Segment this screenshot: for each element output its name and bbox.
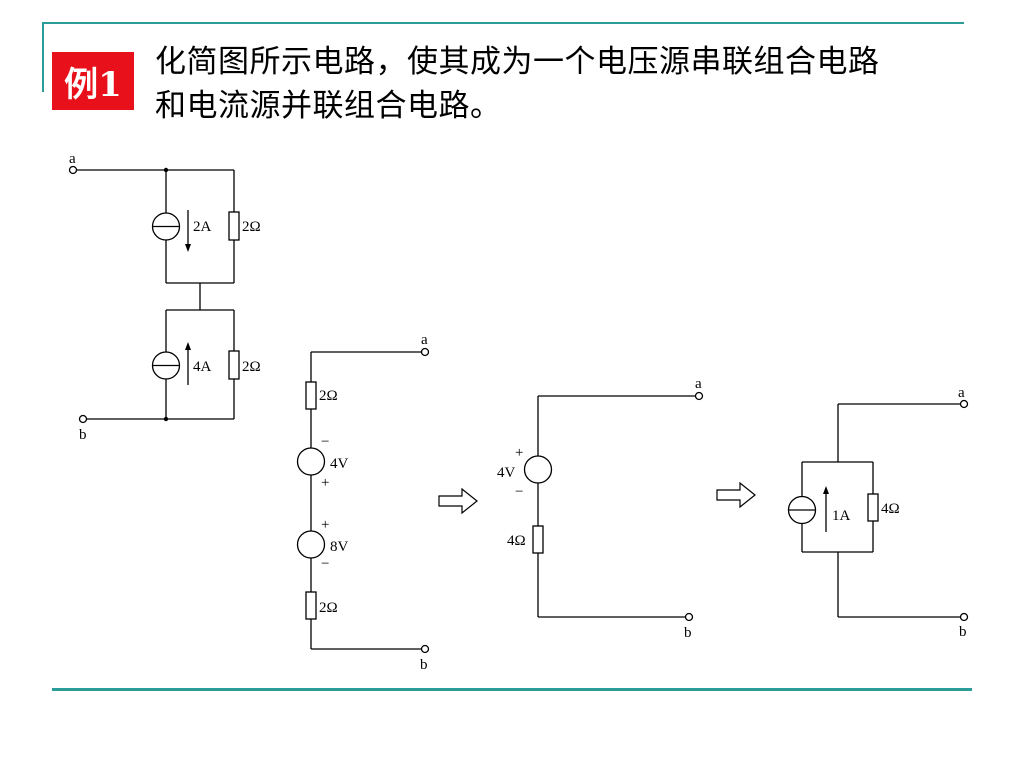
c1-current-source-top <box>151 212 181 241</box>
c4-label-b: b <box>959 624 967 640</box>
c3-resistor <box>532 525 544 554</box>
circuit-3 <box>523 391 704 622</box>
c4-terminal-b <box>959 612 969 622</box>
circuit-2 <box>296 347 430 654</box>
c1-junction <box>163 167 169 173</box>
example-badge: 例1 <box>52 52 134 110</box>
c1-terminal-b <box>78 414 88 424</box>
c2-resistor-1 <box>305 381 317 410</box>
c2-v1-polarity-top: − <box>321 434 329 450</box>
c1-source-bottom-value: 4A <box>193 359 212 375</box>
transform-arrow-2 <box>716 481 756 509</box>
c3-terminal-b <box>684 612 694 622</box>
c3-label-b: b <box>684 625 692 641</box>
c2-v2-polarity-bottom: − <box>321 556 329 572</box>
c3-v-value: 4V <box>497 465 516 481</box>
c4-resistor <box>867 493 879 522</box>
c4-label-a: a <box>958 385 965 401</box>
c2-v2-polarity-top: + <box>321 517 329 533</box>
c1-resistor-bottom-value: 2Ω <box>242 359 261 375</box>
c2-terminal-b <box>420 644 430 654</box>
c1-label-a: a <box>69 151 76 167</box>
c2-voltage-source-8v <box>296 530 326 559</box>
circuit-3-labels: a b + 4V − 4Ω <box>497 376 702 641</box>
c2-v1-polarity-bottom: + <box>321 475 329 491</box>
title-line-2: 和电流源并联组合电路。 <box>155 88 502 124</box>
c4-current-source <box>787 495 817 525</box>
circuit-2-labels: a b 2Ω − 4V + + 8V − 2Ω <box>319 332 428 673</box>
c4-resistor-value: 4Ω <box>881 501 900 517</box>
c2-terminal-a <box>420 347 430 357</box>
circuit-4 <box>787 399 969 622</box>
c2-v2-value: 8V <box>330 539 349 555</box>
title-line-1: 化简图所示电路，使其成为一个电压源串联组合电路 <box>155 44 880 80</box>
c4-source-value: 1A <box>832 508 851 524</box>
c2-label-a: a <box>421 332 428 348</box>
c1-resistor-top-value: 2Ω <box>242 219 261 235</box>
c2-v1-value: 4V <box>330 456 349 472</box>
c1-resistor-bottom <box>228 350 240 380</box>
c3-voltage-source <box>523 455 553 484</box>
c1-junction <box>163 416 169 422</box>
c1-current-source-bottom <box>151 351 181 380</box>
c3-terminal-a <box>694 391 704 401</box>
top-rule-tick <box>42 22 44 92</box>
c3-r-value: 4Ω <box>507 533 526 549</box>
transform-arrow-1 <box>438 487 478 515</box>
c3-polarity-top: + <box>515 445 523 461</box>
c1-resistor-top <box>228 211 240 241</box>
c1-terminal-a <box>68 165 78 175</box>
c1-source-top-value: 2A <box>193 219 212 235</box>
circuit-4-labels: a b 1A 4Ω <box>832 385 967 640</box>
c2-label-b: b <box>420 657 428 673</box>
c2-r2-value: 2Ω <box>319 600 338 616</box>
circuit-1 <box>68 165 240 424</box>
c2-voltage-source-4v <box>296 447 326 476</box>
circuit-1-labels: a b 2A 2Ω 4A 2Ω <box>69 151 261 443</box>
c3-label-a: a <box>695 376 702 392</box>
problem-statement: 化简图所示电路，使其成为一个电压源串联组合电路 和电流源并联组合电路。 <box>155 40 975 128</box>
c4-terminal-a <box>959 399 969 409</box>
bottom-rule <box>52 688 972 691</box>
c2-resistor-2 <box>305 591 317 620</box>
c2-r1-value: 2Ω <box>319 388 338 404</box>
top-rule <box>42 22 964 24</box>
c3-polarity-bottom: − <box>515 484 523 500</box>
c1-label-b: b <box>79 427 87 443</box>
